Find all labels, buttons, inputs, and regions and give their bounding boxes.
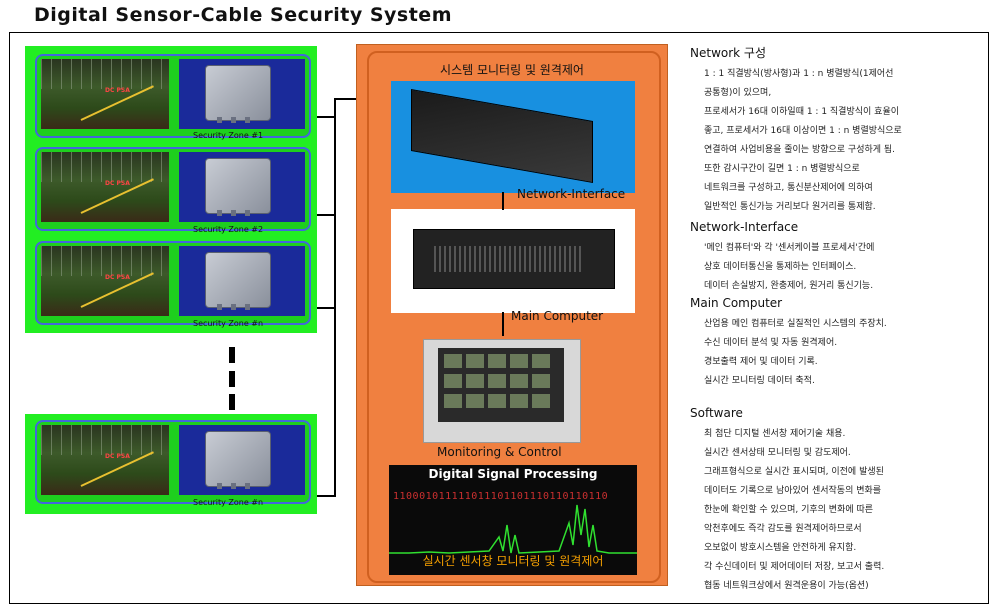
security-zone-2: DC PSA Security Zone #2 bbox=[25, 141, 317, 237]
zone-label: Security Zone #n bbox=[193, 319, 264, 328]
section-heading: Network 구성 bbox=[690, 46, 766, 60]
page-title: Digital Sensor-Cable Security System bbox=[34, 4, 452, 26]
connector-bus bbox=[334, 98, 336, 497]
main-computer-label: Main Computer bbox=[511, 309, 604, 323]
security-zone-n: DC PSA Security Zone #n bbox=[25, 414, 317, 514]
connector-line bbox=[317, 214, 335, 216]
security-zone-1: DC PSA Security Zone #1 bbox=[25, 46, 317, 141]
dsp-caption: 실시간 센서창 모니터링 및 원격제어 bbox=[422, 554, 604, 568]
zone-label: Security Zone #1 bbox=[193, 131, 264, 140]
dsp-binary-stream: 110001011111011101101110110110110 bbox=[393, 491, 609, 502]
section-main-computer: Main Computer 산업용 메인 컴퓨터로 실질적인 시스템의 주장치.… bbox=[690, 294, 980, 391]
security-zone-3: DC PSA Security Zone #n bbox=[25, 237, 317, 333]
sensor-processor-image bbox=[179, 152, 305, 222]
sensor-processor-image bbox=[179, 59, 305, 129]
continuation-dash bbox=[229, 371, 235, 387]
network-interface-label: Network-Interface bbox=[517, 187, 626, 201]
diagram-frame bbox=[9, 32, 989, 604]
section-heading: Software bbox=[690, 406, 743, 420]
dsp-title: Digital Signal Processing bbox=[428, 467, 598, 481]
fence-photo: DC PSA bbox=[41, 425, 169, 495]
section-heading: Network-Interface bbox=[690, 220, 799, 234]
connector-vertical bbox=[502, 312, 504, 336]
connector-line bbox=[317, 307, 335, 309]
main-computer-image bbox=[391, 209, 635, 313]
fence-photo: DC PSA bbox=[41, 59, 169, 129]
panel-title: 시스템 모니터링 및 원격제어 bbox=[440, 63, 584, 77]
section-heading: Main Computer bbox=[690, 296, 783, 310]
monitoring-label: Monitoring & Control bbox=[437, 445, 562, 459]
system-panel: 시스템 모니터링 및 원격제어 Network-Interface Main C… bbox=[356, 44, 668, 586]
continuation-dash bbox=[229, 347, 235, 363]
fence-photo: DC PSA bbox=[41, 246, 169, 316]
network-interface-image bbox=[391, 81, 635, 193]
signal-waveform bbox=[389, 504, 637, 554]
zone-label: Security Zone #n bbox=[193, 498, 264, 507]
connector-line bbox=[317, 495, 335, 497]
fence-photo: DC PSA bbox=[41, 152, 169, 222]
monitor-image bbox=[423, 339, 581, 443]
connector-vertical bbox=[502, 192, 504, 210]
section-network-interface: Network-Interface '메인 컴퓨터'와 각 '센서케이블 프로세… bbox=[690, 218, 980, 296]
zone-label: Security Zone #2 bbox=[193, 225, 264, 234]
continuation-dash bbox=[229, 394, 235, 410]
connector-line bbox=[317, 116, 335, 118]
dsp-graph: Digital Signal Processing 11000101111101… bbox=[389, 465, 637, 575]
section-software: Software 최 첨단 디지털 센서창 제어기술 채용. 실시간 센서상태 … bbox=[690, 404, 980, 596]
sensor-processor-image bbox=[179, 425, 305, 495]
sensor-processor-image bbox=[179, 246, 305, 316]
section-network: Network 구성 1 : 1 직결방식(방사형)과 1 : n 병렬방식(1… bbox=[690, 44, 980, 217]
